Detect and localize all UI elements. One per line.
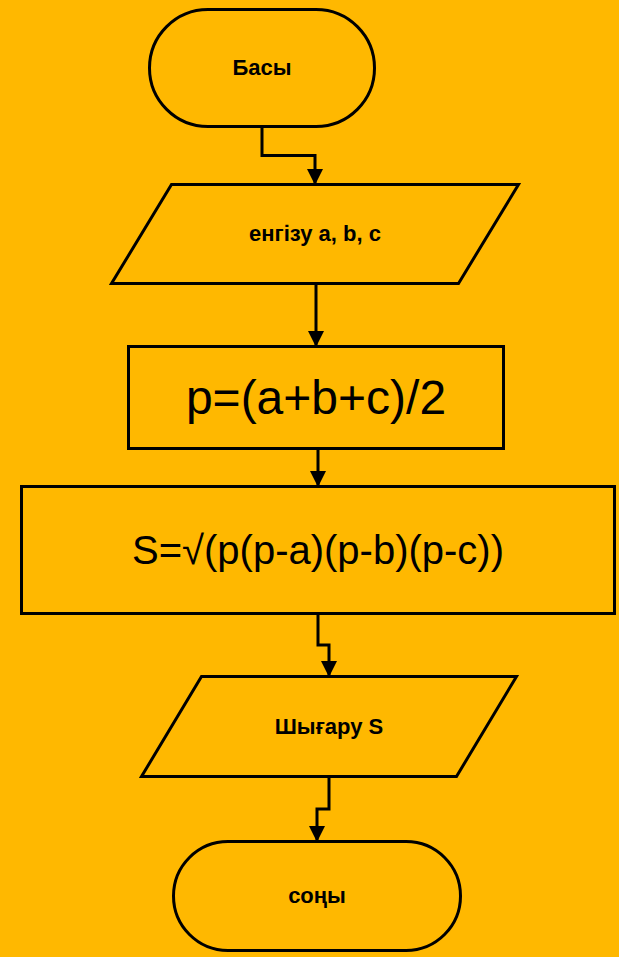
input-box: енгізу a, b, c (110, 183, 520, 285)
output-box: Шығару S (140, 675, 518, 778)
node-label: Басы (232, 55, 291, 80)
end-terminal: соңы (172, 840, 462, 952)
flow-arrow (317, 450, 320, 485)
start-terminal: Басы (148, 8, 376, 128)
node-label: соңы (288, 883, 346, 908)
flow-arrow (318, 615, 329, 675)
flow-arrow (315, 285, 318, 345)
process-box: S=√(p(p-a)(p-b)(p-c)) (20, 485, 616, 615)
process-box: p=(a+b+c)/2 (127, 345, 505, 450)
flow-arrow (317, 778, 329, 840)
node-label: енгізу a, b, c (249, 221, 381, 246)
flow-arrow (262, 128, 315, 183)
node-label: S=√(p(p-a)(p-b)(p-c)) (132, 527, 504, 573)
node-label: p=(a+b+c)/2 (186, 370, 446, 425)
node-label: Шығару S (275, 714, 383, 739)
